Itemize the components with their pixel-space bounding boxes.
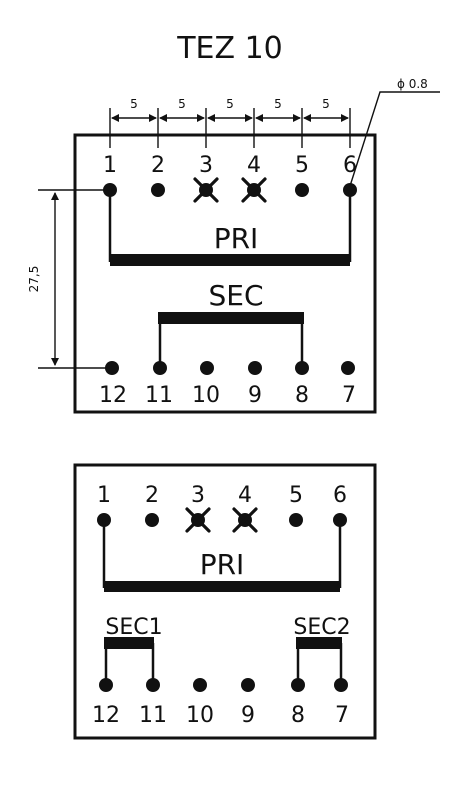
pin-number: 1 — [97, 483, 111, 508]
pin-spacing-dimension: 5 5 5 5 5 — [109, 97, 351, 148]
pin-dot — [295, 183, 309, 197]
pin-number: 12 — [92, 703, 120, 728]
pin-dot — [295, 361, 309, 375]
pin-dot — [334, 678, 348, 692]
spacing-label: 5 — [274, 97, 282, 111]
pin-number: 6 — [343, 153, 357, 178]
bottom-transformer-diagram: 1 2 3 4 5 6 PRI SEC1 — [73, 463, 377, 740]
pin-number: 7 — [335, 703, 349, 728]
pin-number: 7 — [342, 383, 356, 408]
pin-dot — [341, 361, 355, 375]
secondary1-label: SEC1 — [105, 615, 162, 640]
pin-dot — [145, 513, 159, 527]
secondary2-winding — [296, 637, 343, 685]
pin-number: 6 — [333, 483, 347, 508]
top-transformer-diagram: 1 2 3 4 5 6 PRI SEC — [73, 133, 377, 414]
pin-dot — [248, 361, 262, 375]
pin-number: 5 — [295, 153, 309, 178]
unused-pin-marker — [241, 177, 267, 203]
row-spacing-dimension: 27,5 — [27, 189, 110, 369]
pin-number: 2 — [145, 483, 159, 508]
primary-label: PRI — [214, 222, 259, 255]
pin-number: 2 — [151, 153, 165, 178]
pin-number: 3 — [191, 483, 205, 508]
bottom-diagram-frame — [73, 463, 377, 740]
pin-number: 12 — [99, 383, 127, 408]
pin-number: 11 — [139, 703, 167, 728]
pin-dot — [146, 678, 160, 692]
hole-diameter-callout: ϕ 0.8 — [349, 77, 440, 187]
pin-number: 11 — [145, 383, 173, 408]
spacing-label: 5 — [178, 97, 186, 111]
secondary2-label: SEC2 — [293, 615, 350, 640]
pin-number: 10 — [186, 703, 214, 728]
unused-pin-marker — [185, 507, 211, 533]
top-diagram-frame — [73, 133, 377, 414]
title: TEZ 10 — [176, 31, 283, 66]
pin-dot — [151, 183, 165, 197]
pin-number: 1 — [103, 153, 117, 178]
pin-dot — [105, 361, 119, 375]
pin-number: 9 — [241, 703, 255, 728]
unused-pin-marker — [193, 177, 219, 203]
pin-number: 9 — [248, 383, 262, 408]
pin-dot — [99, 678, 113, 692]
primary-winding — [108, 190, 352, 266]
pin-dot — [153, 361, 167, 375]
secondary1-winding — [104, 637, 155, 685]
spacing-label: 5 — [226, 97, 234, 111]
pin-dot — [289, 513, 303, 527]
secondary-winding — [158, 312, 304, 368]
pin-dot — [291, 678, 305, 692]
spacing-label: 5 — [130, 97, 138, 111]
pin-dot — [193, 678, 207, 692]
pin-dot — [241, 678, 255, 692]
primary-winding — [102, 520, 342, 592]
spacing-label: 5 — [322, 97, 330, 111]
pin-number: 4 — [238, 483, 252, 508]
pin-number: 10 — [192, 383, 220, 408]
pin-number: 8 — [291, 703, 305, 728]
secondary-label: SEC — [208, 279, 263, 312]
pin-number: 5 — [289, 483, 303, 508]
pin-number: 4 — [247, 153, 261, 178]
primary-label: PRI — [200, 548, 245, 581]
row-spacing-label: 27,5 — [27, 266, 41, 293]
pin-number: 8 — [295, 383, 309, 408]
unused-pin-marker — [232, 507, 258, 533]
hole-diameter-label: ϕ 0.8 — [397, 77, 428, 91]
pin-number: 3 — [199, 153, 213, 178]
pin-dot — [200, 361, 214, 375]
